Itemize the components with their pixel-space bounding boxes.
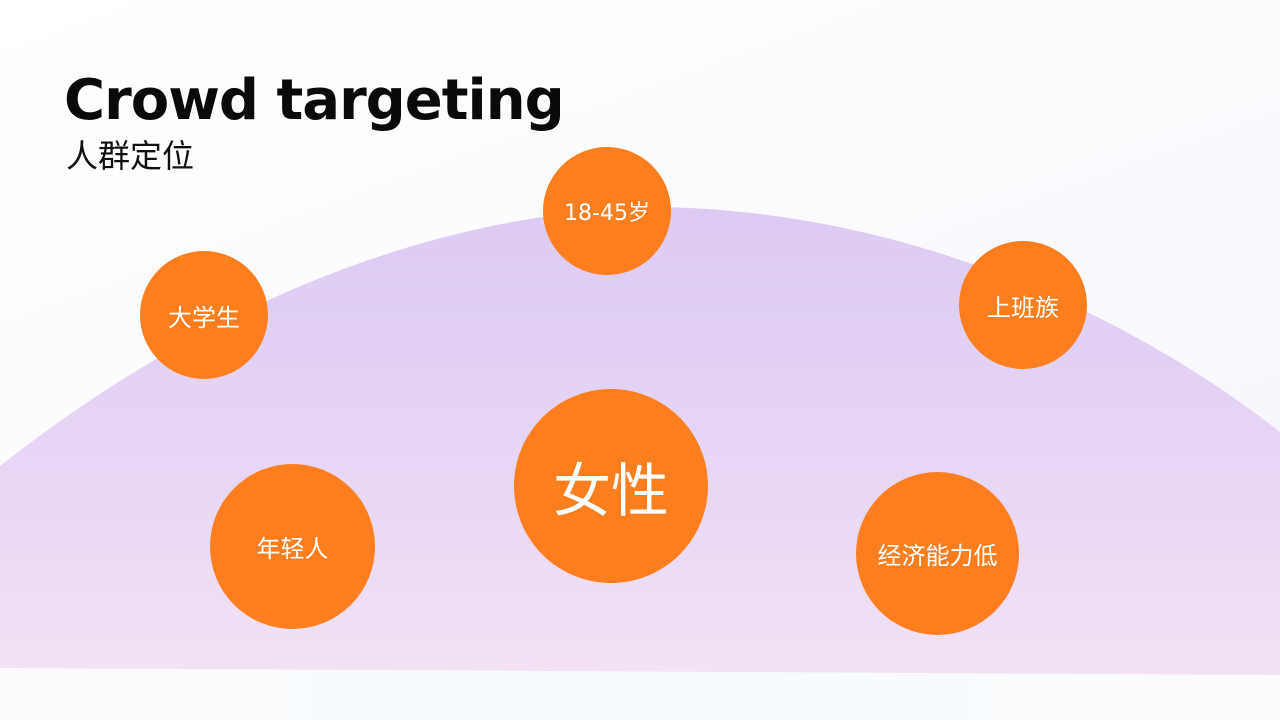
bubble-office-worker: 上班族 [959,241,1087,369]
slide-title: Crowd targeting [64,68,565,133]
bubble-age-range-label: 18-45岁 [564,201,650,226]
bubble-young-people-label: 年轻人 [256,535,329,563]
bubble-low-income: 经济能力低 [856,472,1019,635]
bubble-student: 大学生 [140,251,268,379]
slide-subtitle: 人群定位 [66,137,195,175]
bubble-student-label: 大学生 [168,303,240,332]
bubble-female: 女性 [514,389,708,583]
bubble-young-people: 年轻人 [210,464,375,629]
bottom-strip [0,668,1280,720]
bubble-office-worker-label: 上班族 [987,293,1059,322]
bubble-female-label: 女性 [552,457,669,525]
bubble-age-range: 18-45岁 [543,147,671,275]
bubble-low-income-label: 经济能力低 [877,542,998,570]
